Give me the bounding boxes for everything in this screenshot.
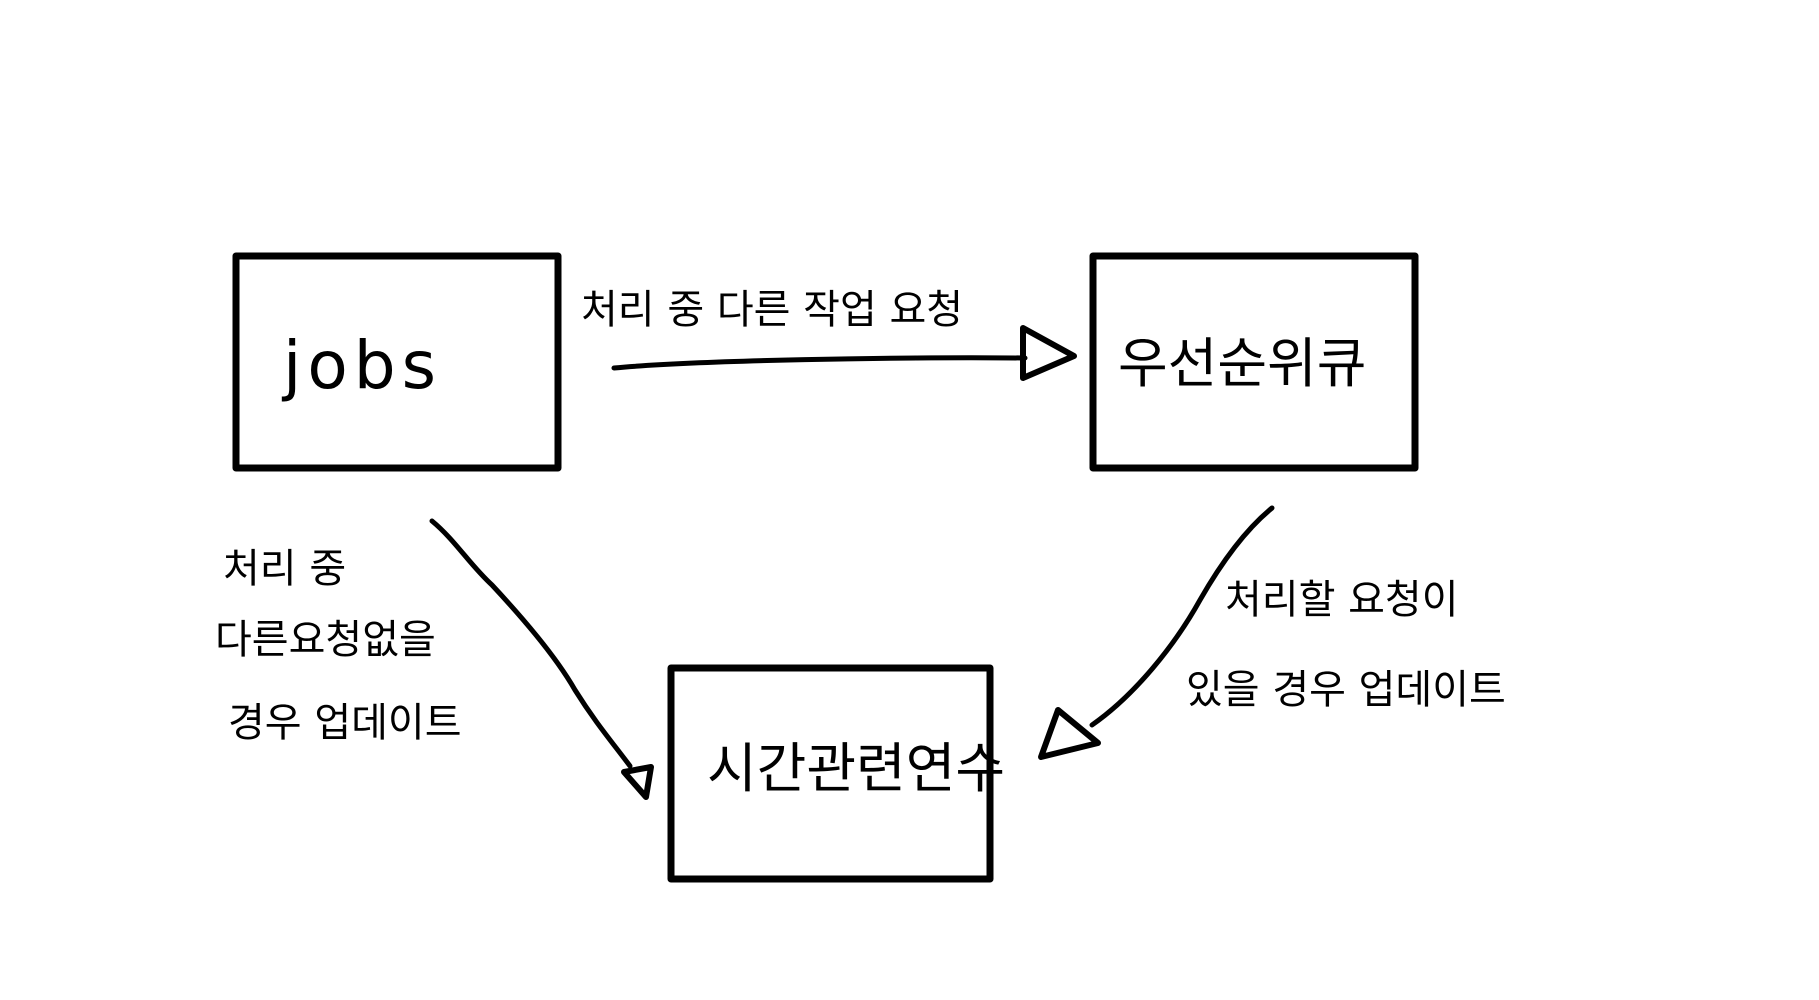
edge-jobs-to-time-label-line-2: 다른요청없을 [215, 617, 436, 663]
edge-queue-to-time: 처리할 요청이 있을 경우 업데이트 [1038, 505, 1506, 760]
edge-jobs-to-time: 처리 중 다른요청없을 경우 업데이트 [215, 518, 654, 800]
node-jobs: jobs [232, 252, 562, 472]
node-time-function-box [667, 664, 994, 883]
edge-queue-to-time-label-line-1: 처리할 요청이 [1225, 577, 1459, 623]
node-time-function-label: 시간관련연수 [707, 737, 1005, 800]
edge-jobs-to-time-line [429, 518, 633, 769]
edge-jobs-to-queue: 처리 중 다른 작업 요청 [581, 287, 1077, 381]
edge-queue-to-time-label-line-2: 있을 경우 업데이트 [1186, 667, 1506, 713]
edge-queue-to-time-arrowhead [1038, 707, 1101, 760]
edge-jobs-to-time-label-line-1: 처리 중 [223, 546, 346, 592]
node-jobs-box [232, 252, 562, 472]
edge-jobs-to-queue-arrowhead [1020, 325, 1077, 381]
edge-jobs-to-time-label-line-3: 경우 업데이트 [228, 700, 462, 746]
edge-jobs-to-queue-line [611, 355, 1028, 371]
node-priority-queue-label: 우선순위큐 [1118, 332, 1366, 395]
node-jobs-label: jobs [281, 327, 442, 404]
node-priority-queue-box [1089, 252, 1419, 472]
edge-queue-to-time-line [1089, 505, 1275, 728]
edge-jobs-to-time-arrowhead [621, 764, 654, 800]
node-priority-queue: 우선순위큐 [1089, 252, 1419, 472]
edge-jobs-to-queue-label: 처리 중 다른 작업 요청 [581, 287, 963, 333]
node-time-function: 시간관련연수 [667, 664, 1005, 883]
